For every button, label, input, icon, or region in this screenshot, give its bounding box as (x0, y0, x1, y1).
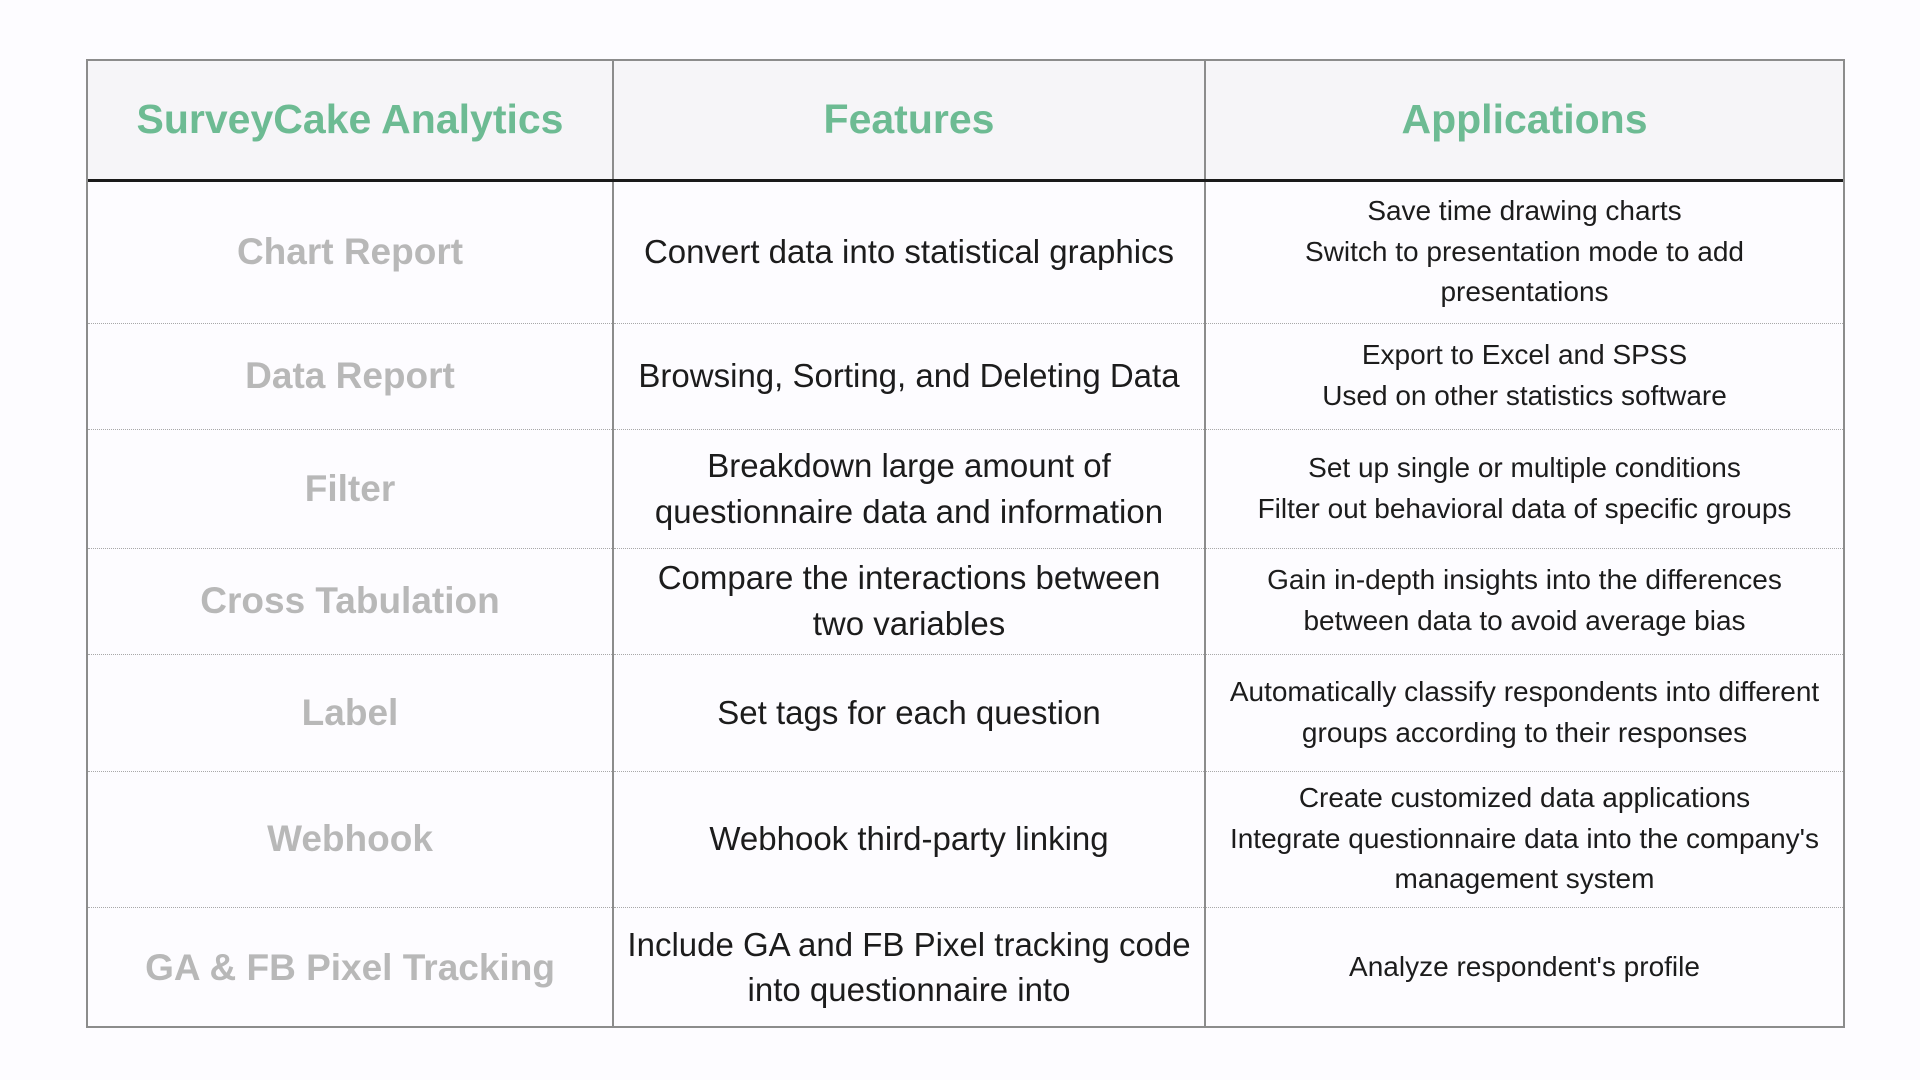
features-cell: Compare the interactions between two var… (613, 548, 1206, 655)
applications-line: groups according to their responses (1301, 716, 1748, 748)
applications-cell: Set up single or multiple conditions Fil… (1205, 429, 1843, 549)
applications-cell: Gain in-depth insights into the differen… (1205, 548, 1843, 655)
table-row: Filter Breakdown large amount of questio… (88, 429, 1843, 549)
table-body: Chart Report Convert data into statistic… (88, 180, 1843, 1027)
analytics-cell: Label (88, 654, 614, 772)
features-cell: Breakdown large amount of questionnaire … (613, 429, 1206, 549)
header-applications: Applications (1205, 61, 1843, 182)
features-cell: Browsing, Sorting, and Deleting Data (613, 323, 1206, 430)
analytics-cell: Chart Report (88, 180, 614, 324)
features-cell: Convert data into statistical graphics (613, 180, 1206, 324)
applications-line: Switch to presentation mode to add (1305, 235, 1744, 267)
applications-cell: Create customized data applications Inte… (1205, 771, 1843, 908)
table-row: Cross Tabulation Compare the interaction… (88, 548, 1843, 655)
features-line: questionnaire data and information (654, 492, 1164, 530)
analytics-cell: Data Report (88, 323, 614, 430)
header-analytics: SurveyCake Analytics (88, 61, 614, 182)
applications-line: between data to avoid average bias (1303, 605, 1746, 636)
features-line: Set tags for each question (717, 693, 1101, 731)
applications-line: presentations (1440, 276, 1609, 308)
table-header: SurveyCake Analytics Features Applicatio… (88, 61, 1843, 182)
applications-line: Save time drawing charts (1367, 195, 1682, 227)
applications-line: Filter out behavioral data of specific g… (1257, 492, 1792, 524)
applications-line: Automatically classify respondents into … (1229, 675, 1820, 707)
features-line: Compare the interactions between (657, 559, 1161, 597)
table-row: Webhook Webhook third-party linking Crea… (88, 771, 1843, 908)
table-row: Data Report Browsing, Sorting, and Delet… (88, 323, 1843, 430)
applications-cell: Save time drawing charts Switch to prese… (1205, 180, 1843, 324)
table-row: Label Set tags for each question Automat… (88, 654, 1843, 772)
features-cell: Include GA and FB Pixel tracking code in… (613, 907, 1206, 1027)
analytics-cell: GA & FB Pixel Tracking (88, 907, 614, 1027)
analytics-cell: Cross Tabulation (88, 548, 614, 655)
applications-line: Gain in-depth insights into the differen… (1267, 564, 1782, 596)
features-line: Webhook third-party linking (709, 820, 1109, 858)
analytics-features-table: SurveyCake Analytics Features Applicatio… (88, 61, 1843, 1027)
applications-line: Create customized data applications (1298, 782, 1751, 814)
table-row: Chart Report Convert data into statistic… (88, 180, 1843, 324)
features-cell: Webhook third-party linking (613, 771, 1206, 908)
features-line: Breakdown large amount of (707, 446, 1111, 484)
analytics-cell: Filter (88, 429, 614, 549)
analytics-cell: Webhook (88, 771, 614, 908)
features-line: two variables (812, 605, 1006, 642)
header-row: SurveyCake Analytics Features Applicatio… (88, 61, 1843, 182)
applications-line: Export to Excel and SPSS (1361, 339, 1688, 371)
applications-line: Used on other statistics software (1322, 380, 1727, 411)
applications-line: Set up single or multiple conditions (1308, 451, 1741, 483)
applications-line: Integrate questionnaire data into the co… (1229, 822, 1820, 854)
applications-line: Analyze respondent's profile (1349, 950, 1700, 982)
comparison-table-container: SurveyCake Analytics Features Applicatio… (86, 59, 1845, 1028)
features-line: Browsing, Sorting, and Deleting Data (638, 357, 1180, 395)
table-row: GA & FB Pixel Tracking Include GA and FB… (88, 907, 1843, 1027)
applications-cell: Export to Excel and SPSS Used on other s… (1205, 323, 1843, 430)
applications-cell: Analyze respondent's profile (1205, 907, 1843, 1027)
features-line: Convert data into statistical graphics (643, 233, 1175, 271)
applications-cell: Automatically classify respondents into … (1205, 654, 1843, 772)
applications-line: management system (1394, 863, 1655, 895)
features-line: Include GA and FB Pixel tracking code (627, 925, 1191, 963)
header-features: Features (613, 61, 1206, 182)
features-cell: Set tags for each question (613, 654, 1206, 772)
features-line: into questionnaire into (747, 971, 1071, 1009)
